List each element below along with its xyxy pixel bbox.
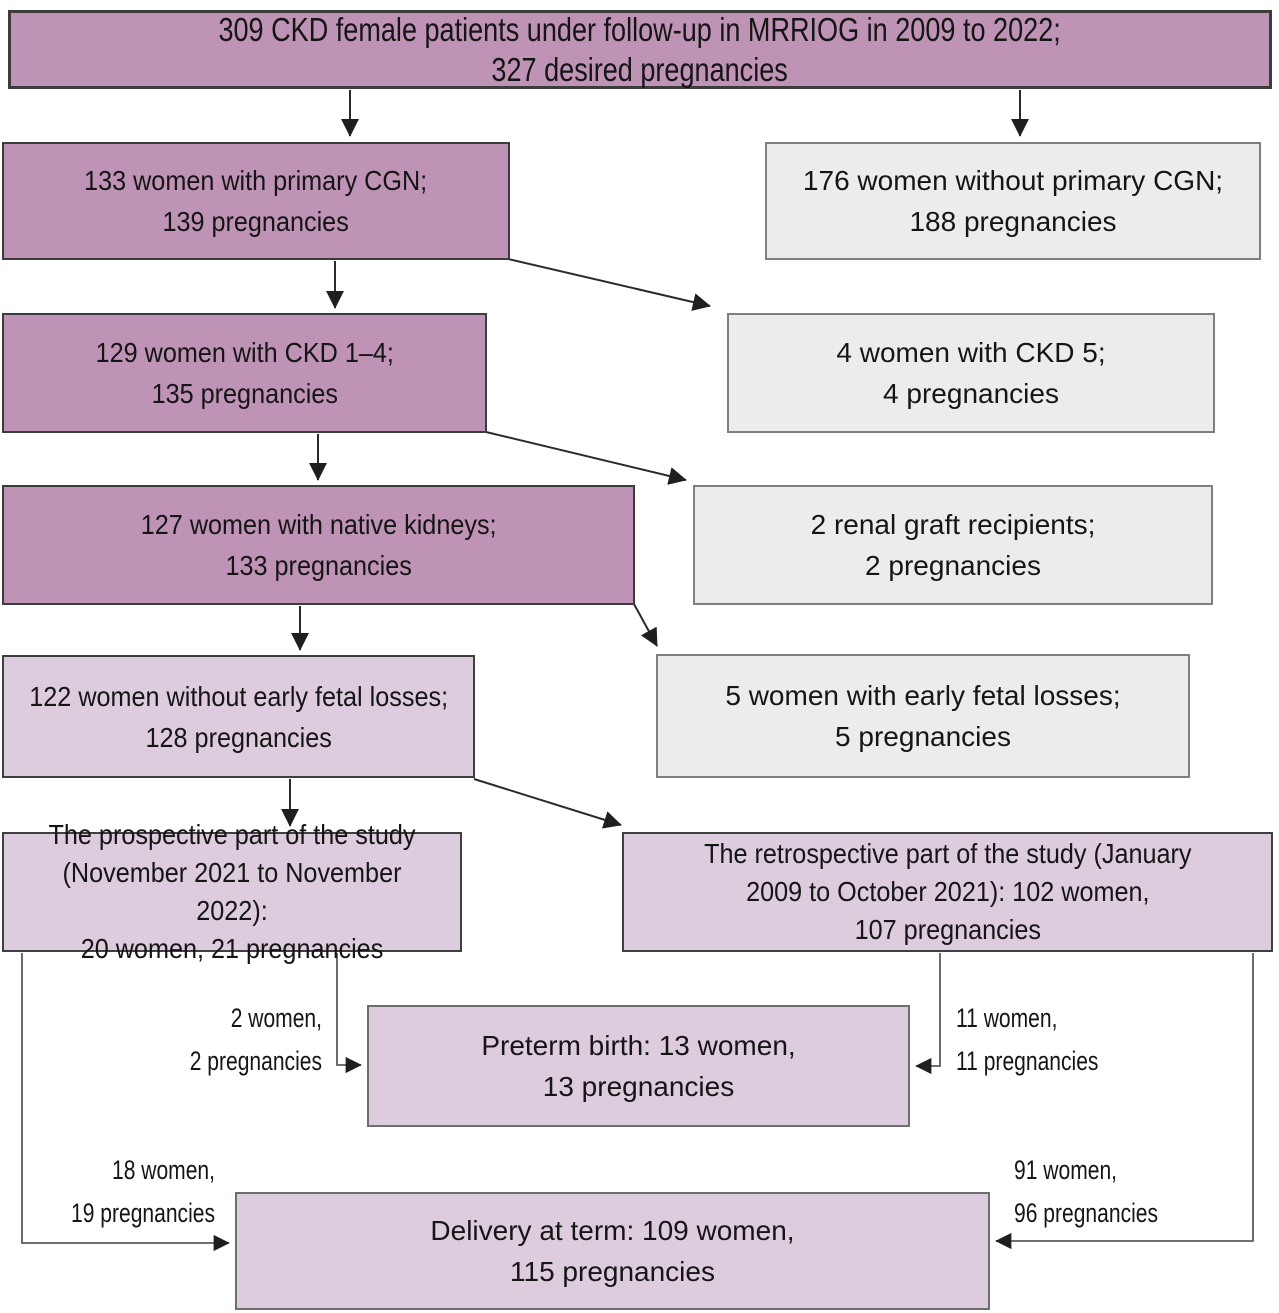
box-primary-cgn: 133 women with primary CGN; 139 pregnanc… [2, 142, 510, 260]
label-prospective-to-term: 18 women, 19 pregnancies [70, 1155, 215, 1228]
box-delivery-at-term: Delivery at term: 109 women, 115 pregnan… [235, 1192, 990, 1310]
box-ckd-1-4: 129 women with CKD 1–4; 135 pregnancies [2, 313, 487, 433]
box-without-primary-cgn: 176 women without primary CGN; 188 pregn… [765, 142, 1261, 260]
box-early-fetal-losses: 5 women with early fetal losses; 5 pregn… [656, 654, 1190, 778]
connector-retrospective-to-preterm [915, 953, 941, 1075]
box-without-early-fetal-losses: 122 women without early fetal losses; 12… [2, 655, 475, 778]
box-renal-graft: 2 renal graft recipients; 2 pregnancies [693, 485, 1213, 605]
box-total-patients-text: 309 CKD female patients under follow-up … [218, 10, 1062, 88]
connector-prospective-to-preterm [336, 953, 362, 1074]
box-preterm-birth: Preterm birth: 13 women, 13 pregnancies [367, 1005, 910, 1127]
box-retrospective-study: The retrospective part of the study (Jan… [622, 832, 1273, 952]
label-retrospective-to-term: 91 women, 96 pregnancies [1014, 1155, 1159, 1228]
arrow-native-to-losses [633, 603, 658, 647]
arrow-ckd14-to-graft [485, 431, 687, 485]
box-ckd-5: 4 women with CKD 5; 4 pregnancies [727, 313, 1215, 433]
box-prospective-study: The prospective part of the study (Novem… [2, 819, 462, 964]
arrow-without-losses-to-retrospective [473, 778, 622, 829]
box-native-kidneys: 127 women with native kidneys; 133 pregn… [2, 485, 635, 605]
label-prospective-to-preterm: 2 women, 2 pregnancies [189, 1003, 322, 1076]
box-total-patients: 309 CKD female patients under follow-up … [8, 10, 1272, 89]
arrow-primary-cgn-to-ckd5 [507, 258, 711, 311]
label-retrospective-to-preterm: 11 women, 11 pregnancies [956, 1003, 1099, 1076]
